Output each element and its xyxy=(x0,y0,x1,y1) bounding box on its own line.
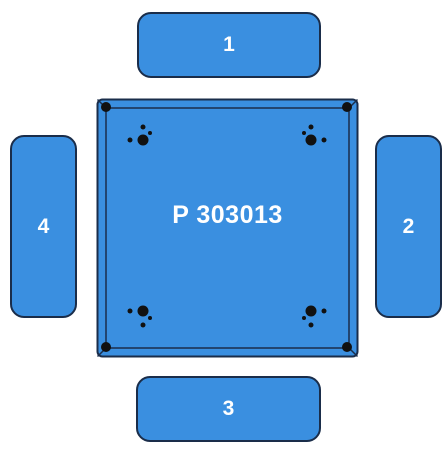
mount-cluster-br xyxy=(302,305,327,328)
center-plate-drawing xyxy=(96,98,359,358)
screw-hole-br xyxy=(342,342,352,352)
side-panel-bottom-label: 3 xyxy=(222,397,235,420)
center-plate: P 303013 xyxy=(96,98,359,358)
side-panel-bottom: 3 xyxy=(136,376,321,442)
screw-hole-tr xyxy=(342,102,352,112)
side-panel-left-label: 4 xyxy=(37,214,50,238)
screw-hole-tl xyxy=(101,102,111,112)
side-panel-top: 1 xyxy=(137,12,321,78)
plate-inner-face xyxy=(105,107,350,349)
side-panel-top-label: 1 xyxy=(223,33,235,56)
side-panel-right: 2 xyxy=(375,135,442,318)
center-plate-label: P 303013 xyxy=(172,201,283,229)
mount-cluster-tr xyxy=(302,124,327,146)
side-panel-left: 4 xyxy=(10,135,77,318)
screw-hole-bl xyxy=(101,342,111,352)
mount-cluster-tl xyxy=(127,124,152,146)
mount-cluster-bl xyxy=(127,305,152,328)
side-panel-right-label: 2 xyxy=(402,214,415,238)
